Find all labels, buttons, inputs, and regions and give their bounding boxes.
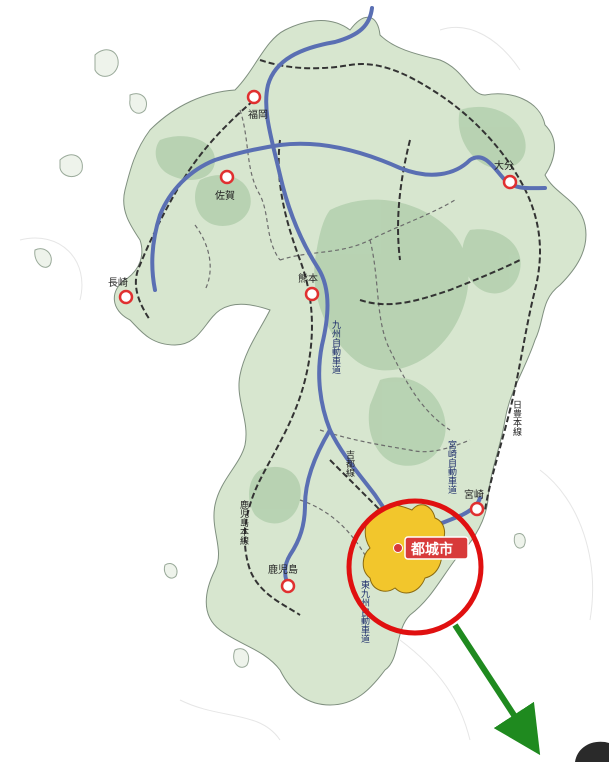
miyakonojo-label: 都城市: [393, 536, 469, 560]
city-markers: 福岡 大分 佐賀 長崎 熊本 宮崎 鹿児島: [108, 89, 518, 594]
pointer-arrow: [452, 623, 541, 756]
cropped-shape: [575, 741, 609, 762]
route-label-kyushu-expressway: 九州自動車道: [330, 320, 341, 375]
route-label-kagoshima-line: 鹿児島本線: [238, 499, 249, 545]
route-label-miyazaki-expressway: 宮崎自動車道: [446, 439, 457, 495]
city-kagoshima: 鹿児島: [268, 563, 298, 594]
city-kumamoto: 熊本: [298, 272, 320, 302]
route-label-nippo-line: 日豊本線: [511, 400, 522, 436]
railway-lines: [134, 59, 541, 616]
kyushu-expressway-line: [264, 6, 410, 537]
city-fukuoka: 福岡: [246, 89, 268, 121]
city-oita: 大分: [494, 159, 518, 190]
nagasaki-expressway-line: [150, 143, 282, 292]
city-nagasaki: 長崎: [108, 276, 134, 305]
higashikyushu-expressway-line: [283, 428, 332, 592]
city-label-oita: 大分: [494, 159, 514, 172]
kyushu-island: [113, 17, 587, 706]
city-label-kumamoto: 熊本: [298, 272, 318, 285]
city-label-fukuoka: 福岡: [248, 108, 268, 121]
miyakonojo-label-text: 都城市: [410, 541, 453, 558]
city-label-kagoshima: 鹿児島: [268, 563, 298, 576]
prefecture-borders: [194, 109, 471, 556]
miyakonojo-area: [362, 504, 446, 594]
background-contours: [19, 26, 593, 741]
focus-circle: [346, 498, 484, 636]
city-label-saga: 佐賀: [215, 190, 235, 202]
city-label-miyazaki: 宮崎: [464, 488, 484, 501]
route-label-kitto-line: 吉都線: [344, 450, 355, 477]
city-miyazaki: 宮崎: [464, 488, 485, 517]
city-saga: 佐賀: [215, 169, 235, 202]
islands: [34, 49, 526, 668]
city-label-nagasaki: 長崎: [108, 276, 128, 289]
